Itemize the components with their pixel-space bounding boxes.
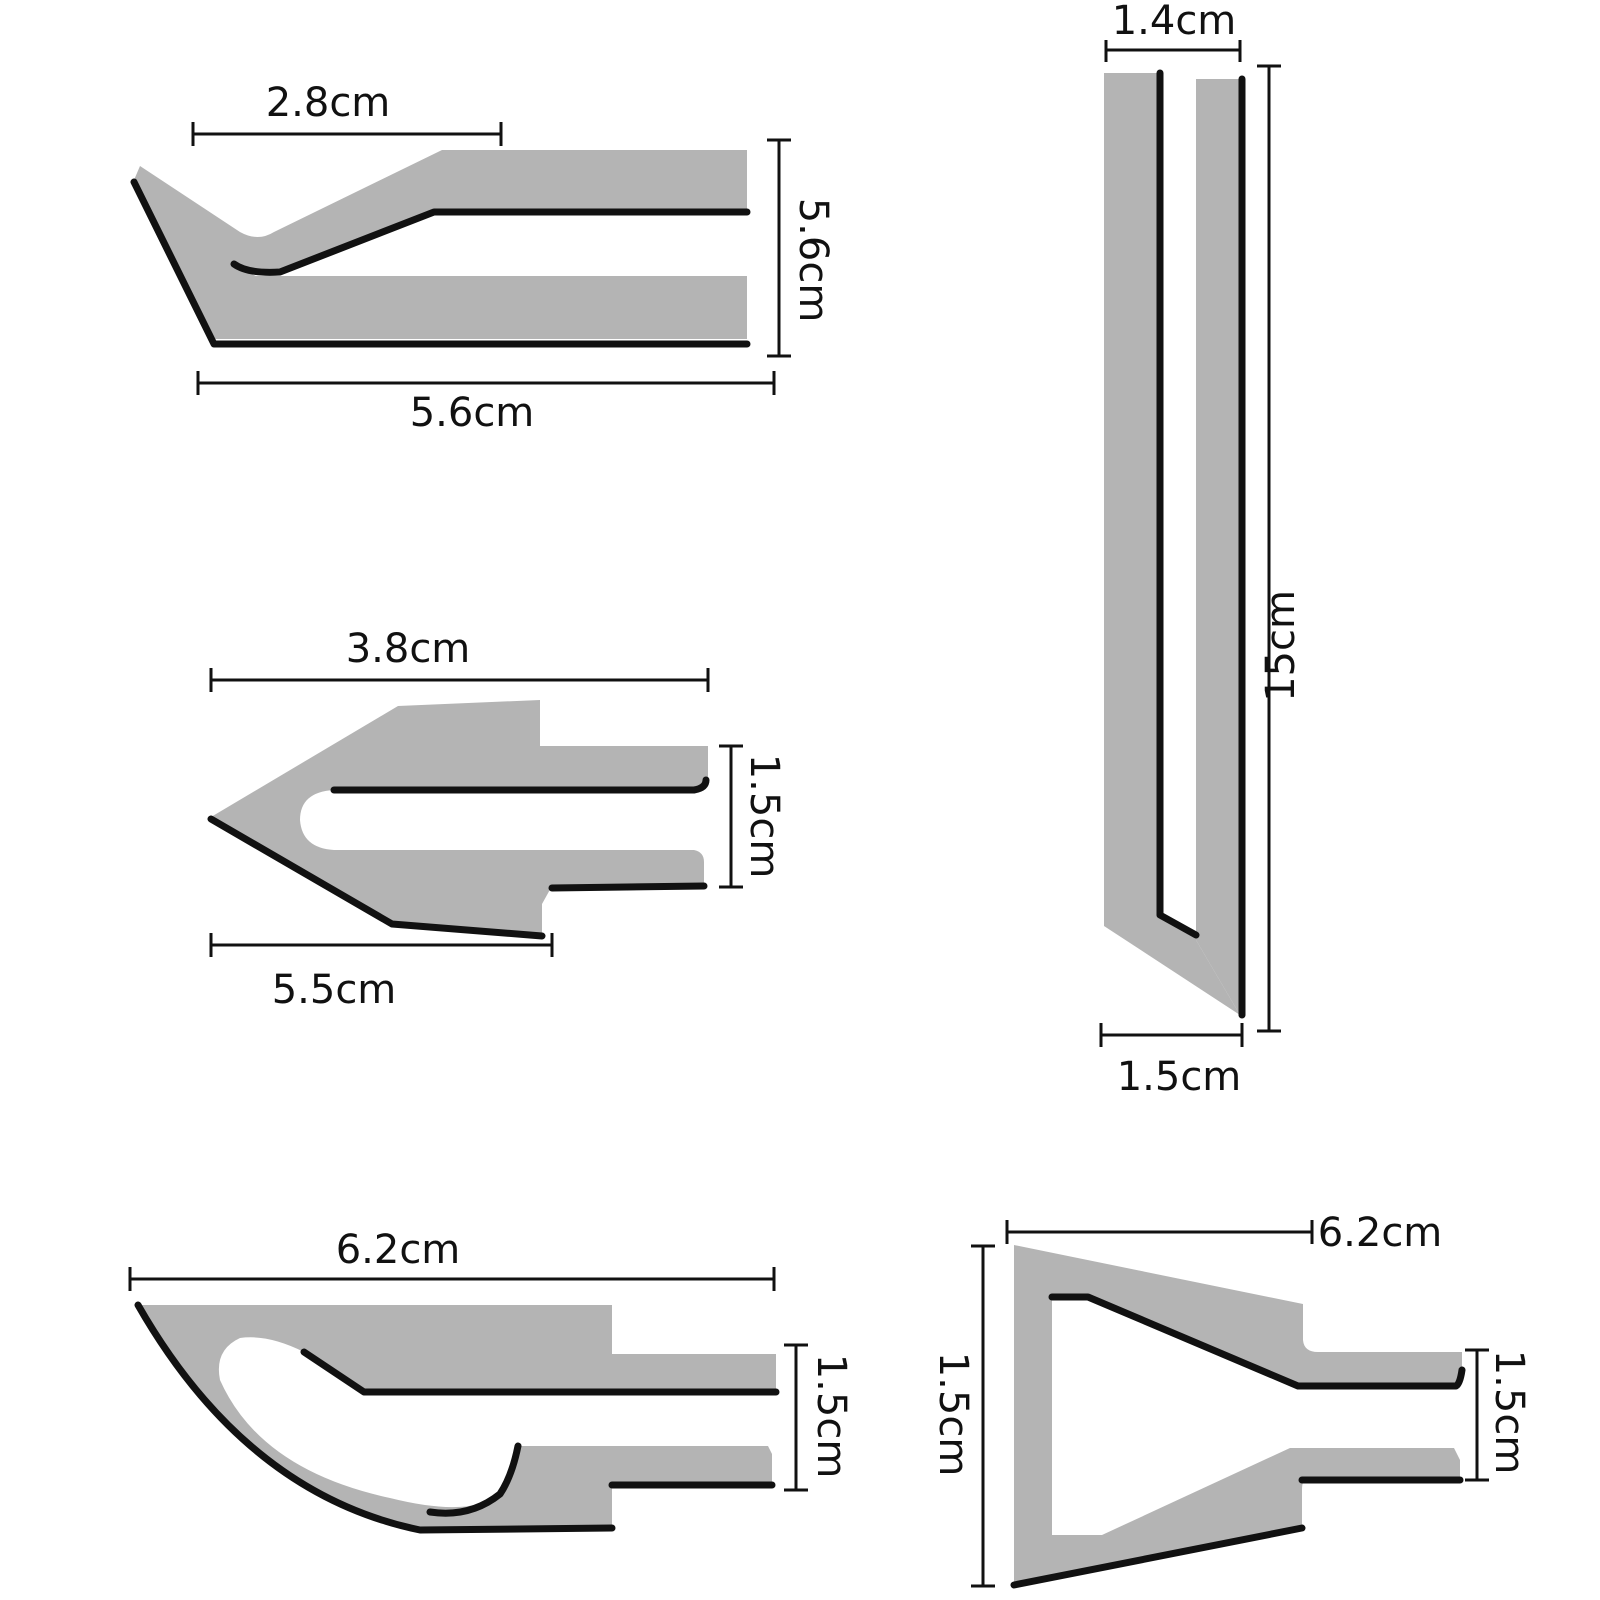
hook-height-label: 5.6cm <box>790 198 836 323</box>
trapezoid-width-label: 6.2cm <box>1318 1210 1443 1256</box>
long-blade-right-arm <box>1196 79 1240 1015</box>
long-blade-left-arm <box>1104 73 1240 1015</box>
long-blade-slot-edge <box>1156 69 1200 939</box>
arrow-blade <box>207 700 710 940</box>
hook-blade-body <box>134 150 747 339</box>
hook-length-label: 5.6cm <box>410 390 535 436</box>
curved-blade-notch-edge <box>426 1442 522 1517</box>
curved-blade-inner-edge <box>300 1348 780 1396</box>
hook-blade-lower-edge <box>130 178 751 348</box>
arrow-blade-slot-edge <box>330 776 710 794</box>
curved-blade-dimensions: 6.2cm 1.5cm <box>128 1227 854 1492</box>
trapezoid-blade-lower-edge <box>1010 1524 1306 1589</box>
arrow-blade-shank-edge <box>548 882 708 892</box>
trapezoid-blade <box>1010 1245 1466 1589</box>
long-bottom-width-label: 1.5cm <box>1117 1054 1242 1100</box>
arrow-top-width-label: 3.8cm <box>346 626 471 672</box>
arrow-length-label: 5.5cm <box>272 967 397 1013</box>
trapezoid-shank-label: 1.5cm <box>1486 1350 1532 1475</box>
curved-width-label: 6.2cm <box>336 1227 461 1273</box>
long-height-label: 15cm <box>1258 590 1304 702</box>
hook-top-width-label: 2.8cm <box>266 80 391 126</box>
long-top-width-label: 1.4cm <box>1112 0 1237 44</box>
curved-blade-body <box>138 1305 776 1530</box>
arrow-height-label: 1.5cm <box>741 754 787 879</box>
arrow-blade-body <box>211 700 708 936</box>
arrow-blade-dimensions: 3.8cm 1.5cm 5.5cm <box>209 626 787 1013</box>
hook-blade-upper-edge <box>230 208 751 276</box>
hook-blade <box>130 150 751 348</box>
long-blade <box>1104 69 1246 1019</box>
curved-blade <box>134 1301 780 1534</box>
hook-blade-dimensions: 2.8cm 5.6cm 5.6cm <box>191 80 836 436</box>
trapezoid-blade-inner-top-edge <box>1048 1293 1466 1390</box>
curved-blade-outer-edge <box>134 1301 616 1534</box>
long-blade-dimensions: 1.4cm 15cm 1.5cm <box>1099 0 1304 1100</box>
trapezoid-height-label: 1.5cm <box>930 1352 976 1477</box>
arrow-blade-lower-edge <box>207 815 546 940</box>
curved-shank-label: 1.5cm <box>808 1354 854 1479</box>
trapezoid-blade-dimensions: 6.2cm 1.5cm 1.5cm <box>930 1210 1532 1588</box>
trapezoid-blade-body <box>1014 1245 1462 1585</box>
